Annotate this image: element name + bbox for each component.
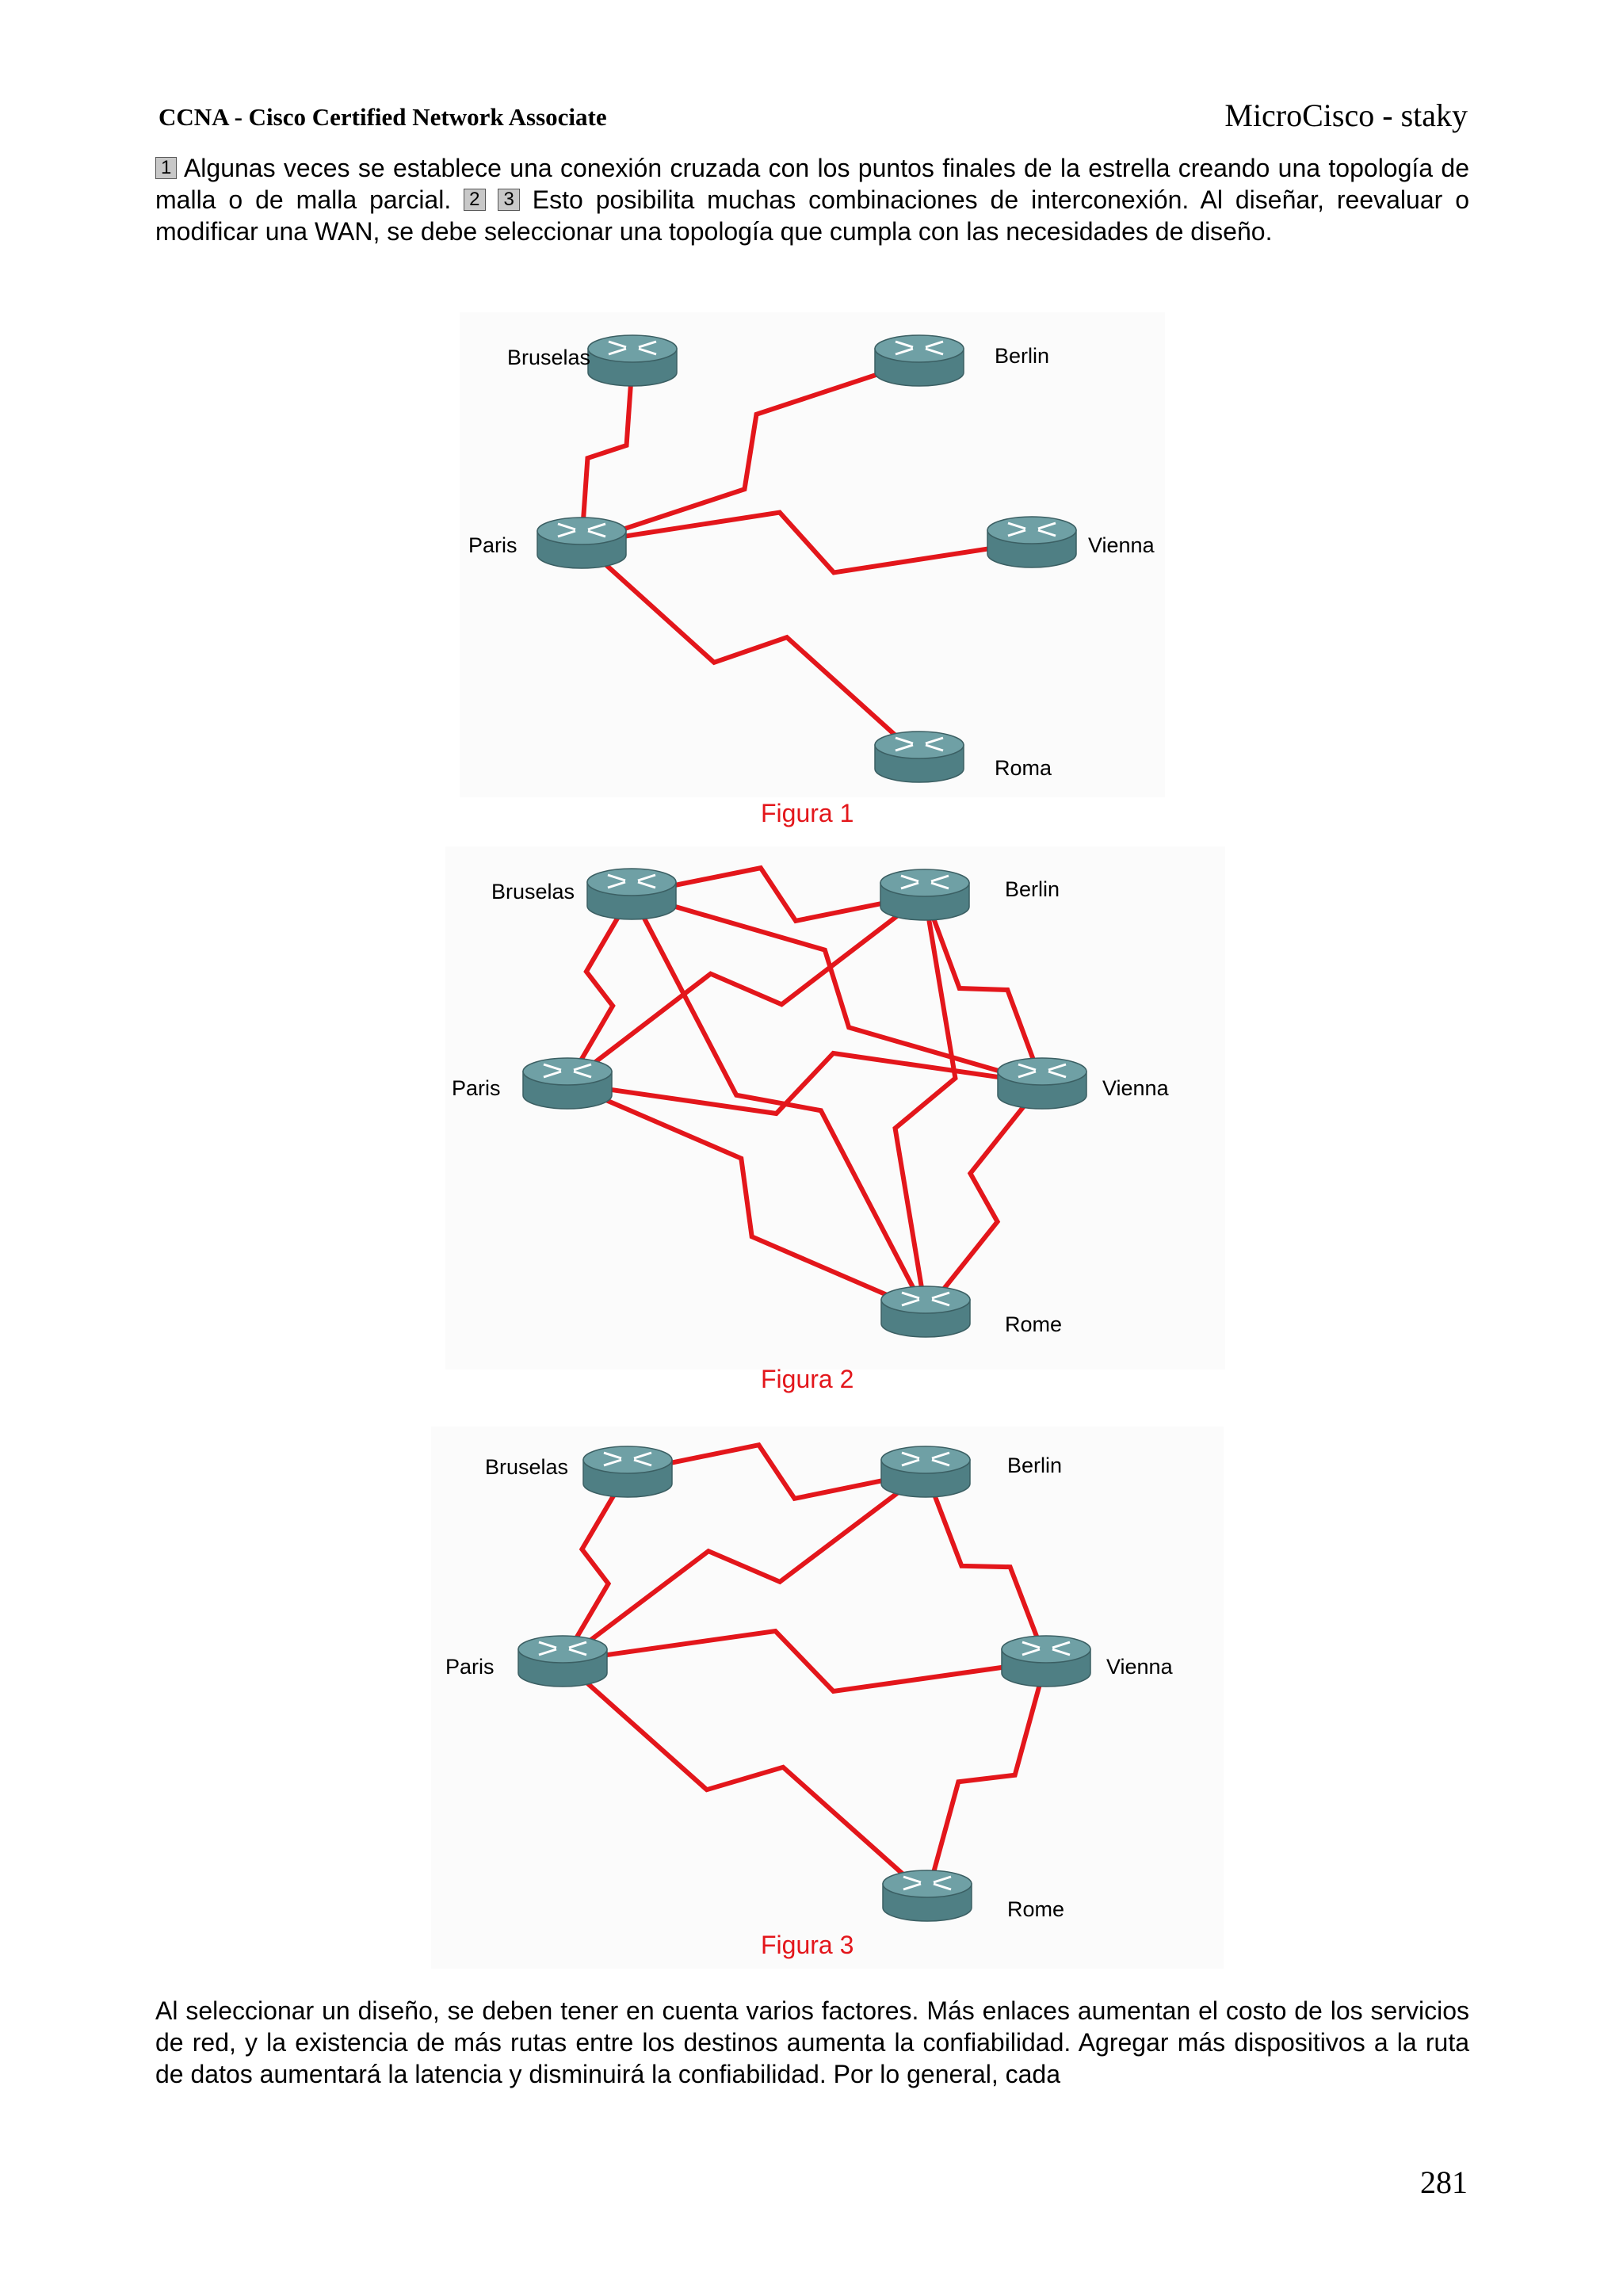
router-label: Roma <box>995 756 1052 780</box>
wan-link <box>631 865 926 924</box>
wan-link <box>566 1081 927 1314</box>
router-label: Bruselas <box>485 1455 568 1479</box>
wan-link <box>923 1082 1044 1313</box>
router-label: Berlin <box>1007 1454 1062 1477</box>
router-icon <box>582 1446 673 1498</box>
page-number: 281 <box>1420 2164 1468 2200</box>
wan-link <box>565 892 634 1085</box>
wan-link <box>631 892 1043 1086</box>
router-label: Vienna <box>1088 533 1155 557</box>
wan-link <box>627 1442 926 1502</box>
router-icon <box>587 334 678 387</box>
figure-1-caption: Figura 1 <box>761 799 854 827</box>
header-title: CCNA - Cisco Certified Network Associate <box>158 103 607 131</box>
figure-3-panel <box>431 1427 1224 1969</box>
wan-link <box>923 1470 1048 1663</box>
figure-ref-badge[interactable]: 3 <box>498 189 520 211</box>
router-icon <box>517 1635 608 1687</box>
router-icon <box>987 516 1077 568</box>
wan-link <box>892 894 958 1312</box>
wan-link <box>561 1659 929 1898</box>
wan-link <box>561 1469 927 1664</box>
router-icon <box>882 1870 972 1922</box>
router-label: Berlin <box>995 344 1049 368</box>
router-label: Rome <box>1005 1312 1062 1336</box>
wan-link <box>560 1470 630 1663</box>
header-site: MicroCisco - staky <box>1224 97 1468 133</box>
figure-3-caption: Figura 3 <box>761 1931 854 1959</box>
figure-2-links <box>565 865 1044 1314</box>
router-icon <box>1001 1635 1091 1687</box>
router-icon <box>880 869 970 921</box>
router-label: Berlin <box>1005 877 1060 901</box>
wan-link <box>566 892 926 1086</box>
wan-link <box>581 510 1033 575</box>
router-label: Vienna <box>1106 1655 1174 1679</box>
router-icon <box>880 1286 971 1338</box>
wan-link <box>579 541 922 759</box>
wan-link <box>562 1628 1047 1694</box>
router-label: Vienna <box>1102 1076 1170 1100</box>
router-label: Paris <box>468 533 517 557</box>
router-icon <box>880 1446 971 1498</box>
intro-text-b: Esto posibilita muchas combinaciones de … <box>155 185 1470 246</box>
router-icon <box>537 517 627 569</box>
router-icon <box>874 731 964 783</box>
router-label: Bruselas <box>507 346 590 369</box>
router-icon <box>997 1057 1087 1110</box>
router-label: Paris <box>445 1655 495 1679</box>
router-icon <box>522 1057 613 1110</box>
body-paragraph: Al seleccionar un diseño, se deben tener… <box>155 1996 1469 2088</box>
figure-ref-badge[interactable]: 2 <box>464 189 486 211</box>
wan-link <box>579 360 635 544</box>
figure-ref-badge[interactable]: 1 <box>155 157 178 179</box>
figure-1-links <box>579 358 1033 759</box>
wan-link <box>581 358 920 545</box>
router-icon <box>586 868 677 920</box>
figure-2-caption: Figura 2 <box>761 1365 854 1393</box>
figure-3-links <box>560 1442 1048 1898</box>
wan-link <box>925 1660 1048 1897</box>
intro-paragraph: 1 Algunas veces se establece una conexió… <box>155 152 1469 247</box>
router-icon <box>874 334 964 387</box>
router-label: Bruselas <box>491 880 575 904</box>
wan-link <box>922 893 1044 1085</box>
router-label: Paris <box>452 1076 501 1100</box>
router-label: Rome <box>1007 1897 1064 1921</box>
intro-text-a: Algunas veces se establece una conexión … <box>155 154 1470 214</box>
wan-link <box>567 1050 1043 1117</box>
